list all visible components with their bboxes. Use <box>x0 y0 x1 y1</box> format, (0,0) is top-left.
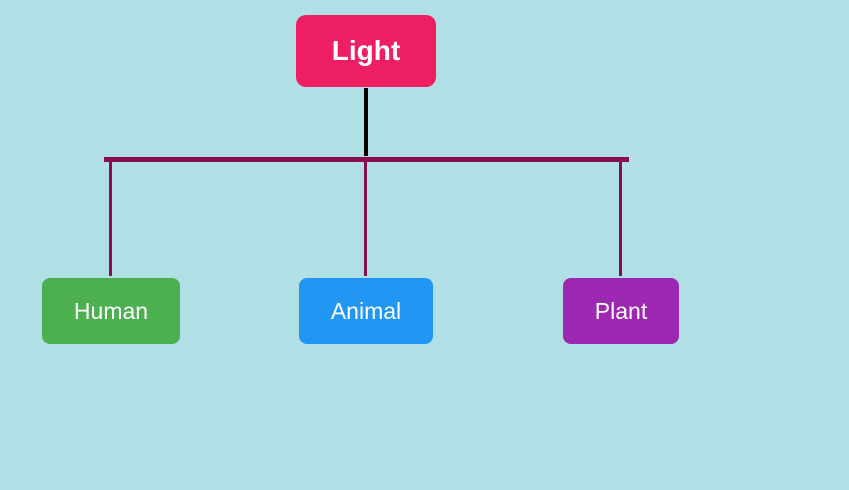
root-node-light: Light <box>296 15 436 87</box>
animal-connector-line <box>364 162 367 276</box>
child-node-plant: Plant <box>563 278 679 344</box>
horizontal-connector-bar <box>104 157 629 162</box>
child-node-label: Animal <box>330 297 402 324</box>
child-node-label: Plant <box>594 297 648 324</box>
child-node-label: Human <box>73 297 149 324</box>
human-connector-line <box>109 162 112 276</box>
root-node-label: Light <box>331 35 401 66</box>
child-node-animal: Animal <box>299 278 433 344</box>
child-node-human: Human <box>42 278 180 344</box>
plant-connector-line <box>619 162 622 276</box>
root-connector-line <box>364 88 368 156</box>
